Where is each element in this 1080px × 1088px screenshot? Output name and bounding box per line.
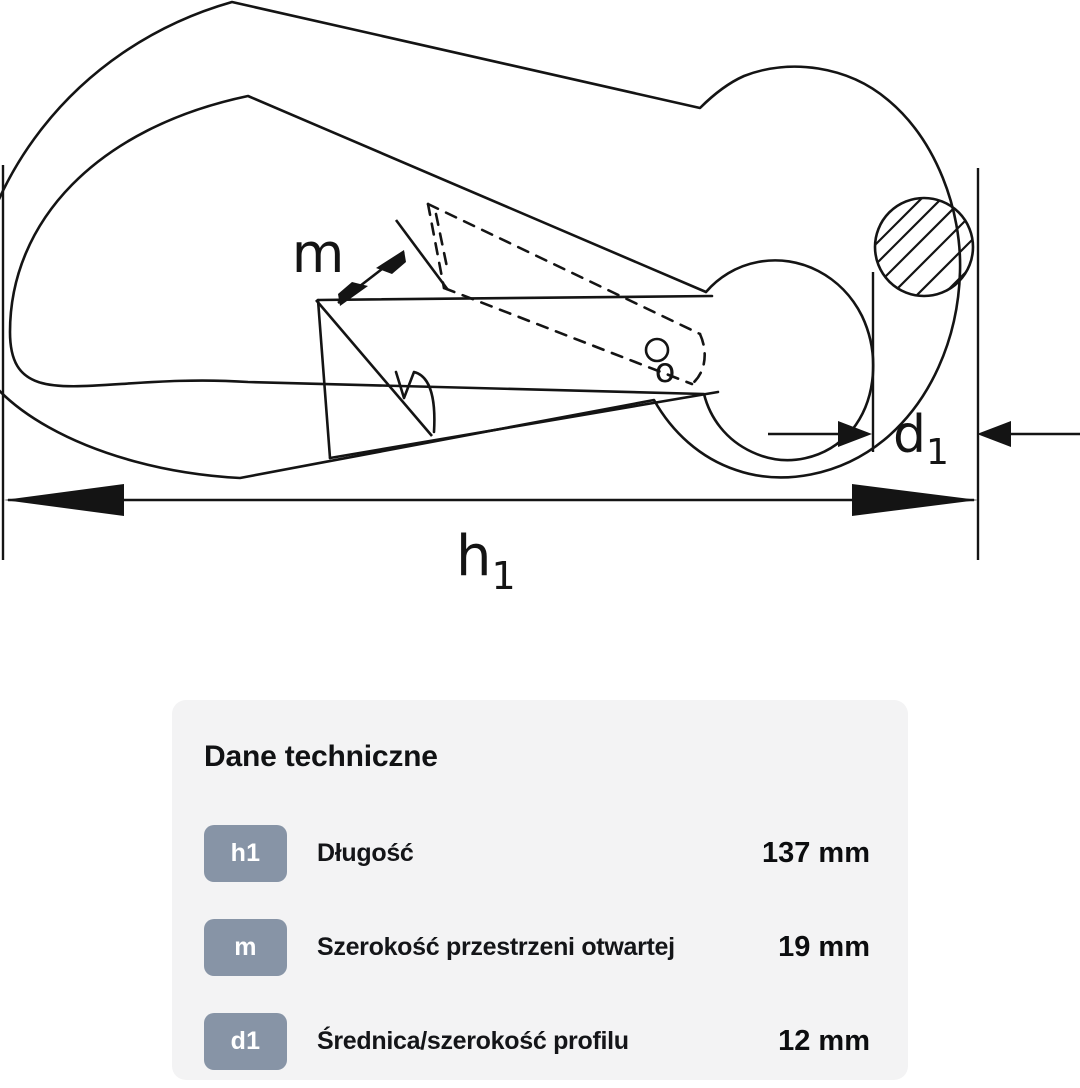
- m-arrowhead-start: [338, 282, 368, 306]
- spec-value-length: 137 mm: [761, 836, 870, 869]
- technical-drawing: m o h1 d1: [0, 0, 1080, 598]
- rivet-hole-o: [644, 337, 670, 363]
- label-d1: d1: [893, 405, 949, 473]
- m-leader-right: [394, 219, 450, 291]
- spec-value-gate-opening: 19 mm: [778, 930, 870, 963]
- extension-lines: [1, 165, 980, 560]
- spec-value-profile-diameter: 12 mm: [778, 1024, 870, 1057]
- h1-arrowhead-right: [852, 484, 978, 516]
- spec-label-gate-opening: Szerokość przestrzeni otwartej: [317, 932, 675, 961]
- label-m: m: [292, 222, 345, 285]
- gate-bar-bottom-edge: [328, 390, 720, 460]
- d1-arrowhead-left: [977, 421, 1011, 447]
- spec-label-length: Długość: [317, 838, 414, 867]
- spec-label-profile-diameter: Średnica/szerokość profilu: [317, 1026, 629, 1055]
- panel-title: Dane techniczne: [204, 740, 438, 773]
- spec-row-length: h1 Długość 137 mm: [204, 806, 878, 900]
- technical-data-panel: Dane techniczne h1 Długość 137 mm m Szer…: [172, 700, 908, 1080]
- badge-m: m: [204, 918, 287, 976]
- gate-notch: [394, 370, 436, 434]
- carabiner-drawing-svg: m o h1 d1: [0, 0, 1080, 598]
- badge-d1: d1: [204, 1012, 287, 1070]
- label-h1: h1: [456, 524, 516, 598]
- d1-arrowhead-right: [838, 421, 872, 447]
- badge-h1: h1: [204, 824, 287, 882]
- gate-hidden-lines: [426, 202, 706, 386]
- h1-arrowhead-left: [4, 484, 124, 516]
- label-o: o: [655, 351, 676, 391]
- m-arrowhead-end: [376, 250, 406, 274]
- spec-row-profile-diameter: d1 Średnica/szerokość profilu 12 mm: [204, 994, 878, 1088]
- spec-row-gate-opening: m Szerokość przestrzeni otwartej 19 mm: [204, 900, 878, 994]
- gate-bar-top-edge: [316, 294, 714, 302]
- gate-bar-left-end: [316, 298, 332, 460]
- profile-cross-section-circle: [873, 196, 975, 298]
- hook-outer-outline: [0, 0, 962, 480]
- hook-inner-outline: [8, 94, 875, 462]
- m-leader-left: [315, 299, 433, 437]
